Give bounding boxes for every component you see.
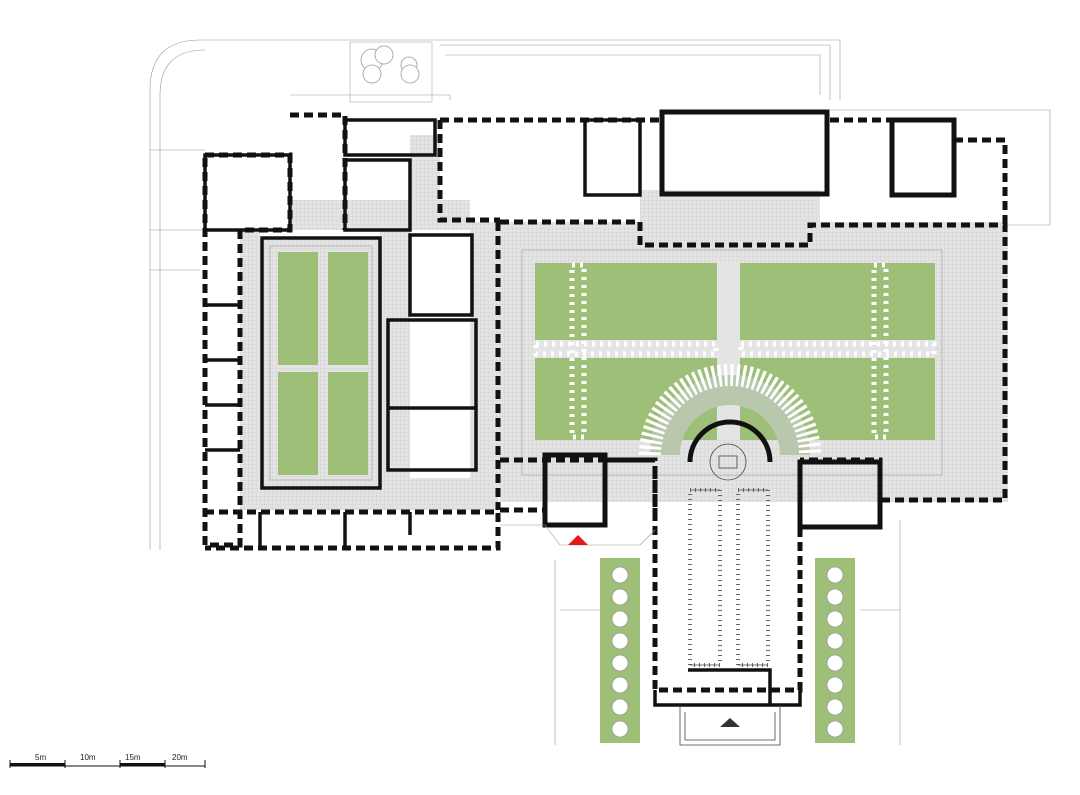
tree-avenue-east	[815, 558, 855, 743]
main-entrance-marker-icon	[568, 535, 588, 545]
scale-bar: 5m 10m 15m 20m	[9, 753, 206, 768]
site-context	[149, 39, 1051, 745]
crosswalk-stripes	[533, 262, 937, 440]
pews	[688, 488, 770, 667]
scale-label-20m: 20m	[172, 753, 188, 762]
church-entrance-marker-icon	[720, 718, 740, 727]
scale-label-15m: 15m	[125, 753, 141, 762]
church-interior	[688, 443, 770, 667]
tree-cluster	[349, 41, 433, 103]
tree-avenue-west	[600, 558, 640, 743]
scale-label-5m: 5m	[35, 753, 46, 762]
church-forecourt	[500, 524, 781, 746]
small-cloister	[260, 236, 382, 490]
scale-label-10m: 10m	[80, 753, 96, 762]
large-courtyard	[521, 249, 943, 476]
walls	[202, 109, 1008, 707]
